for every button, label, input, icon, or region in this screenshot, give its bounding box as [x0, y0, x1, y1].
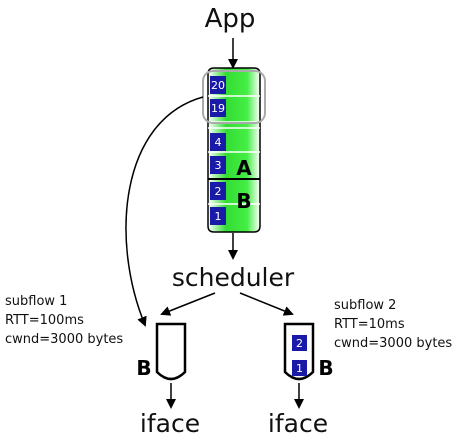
queue-packet-label: 20	[211, 79, 225, 92]
section-a-label: A	[236, 156, 252, 180]
subflow-1-title: subflow 1	[5, 294, 67, 309]
subflow-1-cwnd: cwnd=3000 bytes	[5, 332, 123, 347]
queue-packet-label: 4	[215, 136, 222, 149]
subflow-2-buffer-label: B	[318, 356, 333, 380]
subflow-2-cwnd: cwnd=3000 bytes	[334, 336, 452, 351]
subflow-1-rtt: RTT=100ms	[5, 313, 84, 328]
queue-packet	[210, 207, 226, 225]
section-b-label: B	[236, 189, 251, 213]
subflow-2-packet-label: 2	[296, 337, 303, 350]
subflow-2-rtt: RTT=10ms	[334, 317, 405, 332]
subflow-2-iface-label: iface	[268, 409, 328, 437]
queue-packet	[210, 156, 226, 174]
subflow-2-packet	[292, 335, 307, 351]
queue-packet-label: 1	[215, 210, 222, 223]
queue-packet-label: 19	[211, 102, 225, 115]
subflow-2-packet-label: 1	[296, 362, 303, 375]
queue-packet	[210, 76, 226, 94]
subflow-2-packet	[292, 360, 307, 376]
subflow-1-buffer	[155, 322, 187, 381]
subflow-1-buffer-label: B	[136, 356, 151, 380]
queue-packet	[210, 99, 226, 117]
scheduler-to-subflow-1-arrow	[160, 292, 216, 316]
queue-packet-label: 3	[215, 159, 222, 172]
subflow-1-iface-label: iface	[140, 409, 200, 437]
queue-packet	[210, 133, 226, 151]
curved-arrow-to-subflow-1	[125, 96, 204, 327]
queue-packet-label: 2	[215, 185, 222, 198]
scheduler-label: scheduler	[172, 263, 295, 292]
subflow-2-title: subflow 2	[334, 298, 396, 313]
queue-packet	[210, 182, 226, 200]
scheduler-to-subflow-2-arrow	[239, 292, 294, 316]
app-label: App	[205, 4, 256, 34]
